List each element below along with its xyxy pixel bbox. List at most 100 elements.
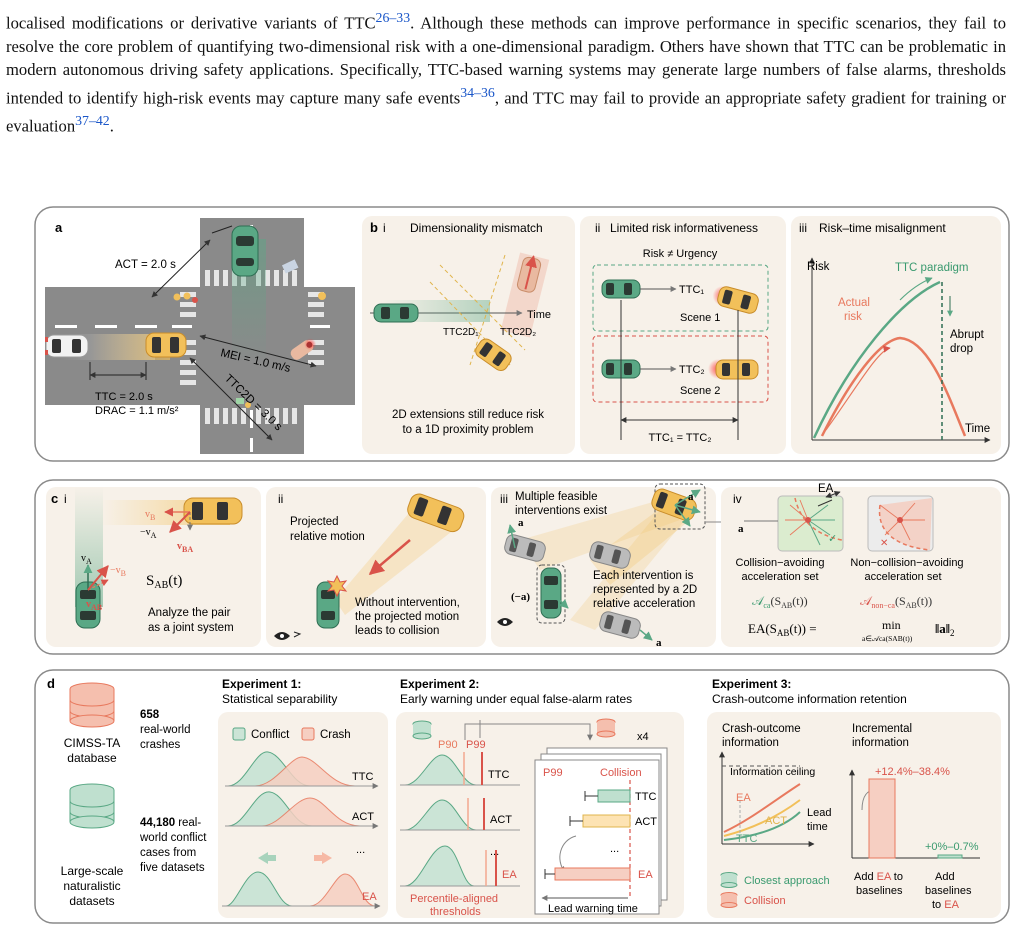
- e3-bar-add-ea: [868, 778, 896, 859]
- svg-text:vB: vB: [145, 509, 155, 522]
- db2-desc-1: world conflict: [139, 832, 207, 844]
- panel-c-iii-number: iii: [500, 492, 508, 506]
- svg-text:to EA: to EA: [932, 899, 960, 911]
- panel-d-label: d: [47, 676, 55, 691]
- ttc-label: TTC = 2.0 s: [95, 391, 153, 403]
- nca-label-2: acceleration set: [864, 571, 941, 583]
- experiment-2: Experiment 2: Early warning under equal …: [396, 677, 684, 918]
- time-axis-label: Time: [965, 423, 990, 435]
- red-car-icon: [516, 255, 542, 293]
- panel-b-i-number: i: [383, 221, 386, 235]
- db-cimss-icon: [69, 682, 115, 728]
- citation-link-1[interactable]: 26–33: [375, 10, 411, 25]
- green-car-icon: [373, 303, 419, 323]
- panel-c-iv: iv ✓ EA a ✕ Collision−avoiding accelerat…: [721, 483, 1001, 647]
- svg-text:−vB: −vB: [110, 565, 126, 578]
- db-naturalistic-icon: [69, 783, 115, 829]
- experiment-1: Experiment 1: Statistical separability C…: [218, 677, 388, 918]
- ea-label: EA: [818, 483, 834, 495]
- e2-card-ttc: TTC: [635, 791, 656, 803]
- panel-c-i-number: i: [64, 492, 67, 506]
- eye-icon: [497, 618, 513, 626]
- e1-arrows: [258, 852, 332, 864]
- e1-legend-conflict: Conflict: [251, 729, 290, 741]
- svg-text:EA(SAB(t)) =: EA(SAB(t)) =: [748, 621, 817, 638]
- gray-car-icon: [599, 611, 641, 639]
- e2-card-act: ACT: [635, 816, 657, 828]
- abrupt-drop-label-1: Abrupt: [950, 329, 985, 341]
- panel-c-i: c i vB −vA vBA vA −vB vAB SAB(t) Analyze…: [46, 487, 261, 647]
- ttc-paradigm-curve: [812, 280, 941, 439]
- e3-add2-line1: Add: [935, 871, 955, 883]
- svg-text:𝒜non−ca(SAB(t)): 𝒜non−ca(SAB(t)): [860, 594, 932, 610]
- db2-desc-3: five datasets: [140, 862, 205, 874]
- min-operator: min: [882, 618, 901, 632]
- e3-collision-label: Collision: [744, 895, 786, 907]
- e2-p90-label: P90: [438, 739, 458, 751]
- multiple-label-1: Multiple feasible: [515, 491, 597, 503]
- svg-text:✓: ✓: [828, 533, 837, 545]
- green-car-icon: [316, 581, 340, 629]
- iv-a-label: a: [738, 523, 744, 535]
- e2-subtitle: Early warning under equal false-alarm ra…: [400, 692, 632, 706]
- citation-link-3[interactable]: 37–42: [75, 113, 110, 129]
- e1-dist-act: ACT: [225, 791, 379, 829]
- panel-a-label: a: [55, 220, 63, 235]
- panel-b-i-caption-line1: 2D extensions still reduce risk: [392, 409, 544, 421]
- ca-label-1: Collision−avoiding: [736, 557, 825, 569]
- db2-name-2: naturalistic: [63, 879, 120, 893]
- e3-lead-label-2: time: [807, 821, 828, 833]
- eye-icon: [274, 631, 302, 640]
- e2-pct-label-2: thresholds: [430, 906, 481, 918]
- drac-label: DRAC = 1.1 m/s²: [95, 405, 179, 417]
- panel-c-ii-caption-2: the projected motion: [355, 611, 459, 623]
- body-paragraph: localised modifications or derivative va…: [6, 6, 1006, 138]
- acc-neg-a-label: (−a): [511, 591, 530, 603]
- db1-name-1: CIMSS-TA: [64, 736, 120, 750]
- ttc2d2-label: TTC2D₂: [500, 327, 536, 338]
- e2-card-collision: Collision: [600, 767, 642, 779]
- svg-text:vA: vA: [81, 553, 92, 566]
- ttc2-label: TTC₂: [679, 364, 705, 376]
- e3-add1-line2: baselines: [856, 885, 903, 897]
- panel-c-ii-number: ii: [278, 492, 283, 506]
- e1-dist-ea: EA: [222, 871, 381, 909]
- e3-subtitle: Crash-outcome information retention: [712, 692, 907, 706]
- collision-star-icon: [326, 574, 348, 598]
- yellow-car-icon: [708, 359, 759, 380]
- yellow-car-icon: [712, 285, 759, 314]
- citation-link-2[interactable]: 34–36: [460, 84, 495, 100]
- multiple-label-2: interventions exist: [515, 505, 608, 517]
- e3-act-curve: [723, 799, 801, 837]
- each-label-2: represented by a 2D: [593, 584, 697, 596]
- yellow-car-icon: [475, 338, 512, 372]
- e2-ttc-label: TTC: [488, 769, 509, 781]
- e1-ttc-label: TTC: [352, 771, 373, 783]
- panel-a: a ACT = 2.0 s MEI = 1.0 m/s TTC2D = 3.0 …: [45, 218, 355, 454]
- e2-bar-ttc: TTC: [584, 789, 656, 803]
- db1-desc-1: real-world: [140, 724, 191, 736]
- panel-c-label: c: [51, 491, 58, 506]
- e2-act-label: ACT: [490, 814, 512, 826]
- e3-collision-icon: [720, 892, 738, 908]
- e3-closest-icon: [720, 872, 738, 888]
- e1-subtitle: Statistical separability: [222, 692, 337, 706]
- panel-b-ii: ii Limited risk informativeness Risk ≠ U…: [580, 216, 786, 454]
- e2-card-p99: P99: [543, 767, 563, 779]
- panel-b-label: b: [370, 220, 378, 235]
- panel-b-ii-number: ii: [595, 221, 600, 235]
- svg-text:−vA: −vA: [140, 527, 157, 540]
- act-label: ACT = 2.0 s: [115, 259, 176, 271]
- e3-value-2: +0%–0.7%: [925, 841, 979, 853]
- e1-legend-crash: Crash: [320, 729, 351, 741]
- svg-text:SAB(t): SAB(t): [146, 573, 182, 591]
- panel-c-i-caption-2: as a joint system: [148, 622, 234, 634]
- svg-text:vAB: vAB: [86, 599, 103, 612]
- e1-act-label: ACT: [352, 811, 374, 823]
- e3-title: Experiment 3:: [712, 677, 791, 691]
- panel-c-ii-caption-1: Without intervention,: [355, 597, 460, 609]
- actual-risk-curve: [820, 336, 967, 437]
- each-label-3: relative acceleration: [593, 598, 695, 610]
- acc-a-label: a: [688, 491, 694, 503]
